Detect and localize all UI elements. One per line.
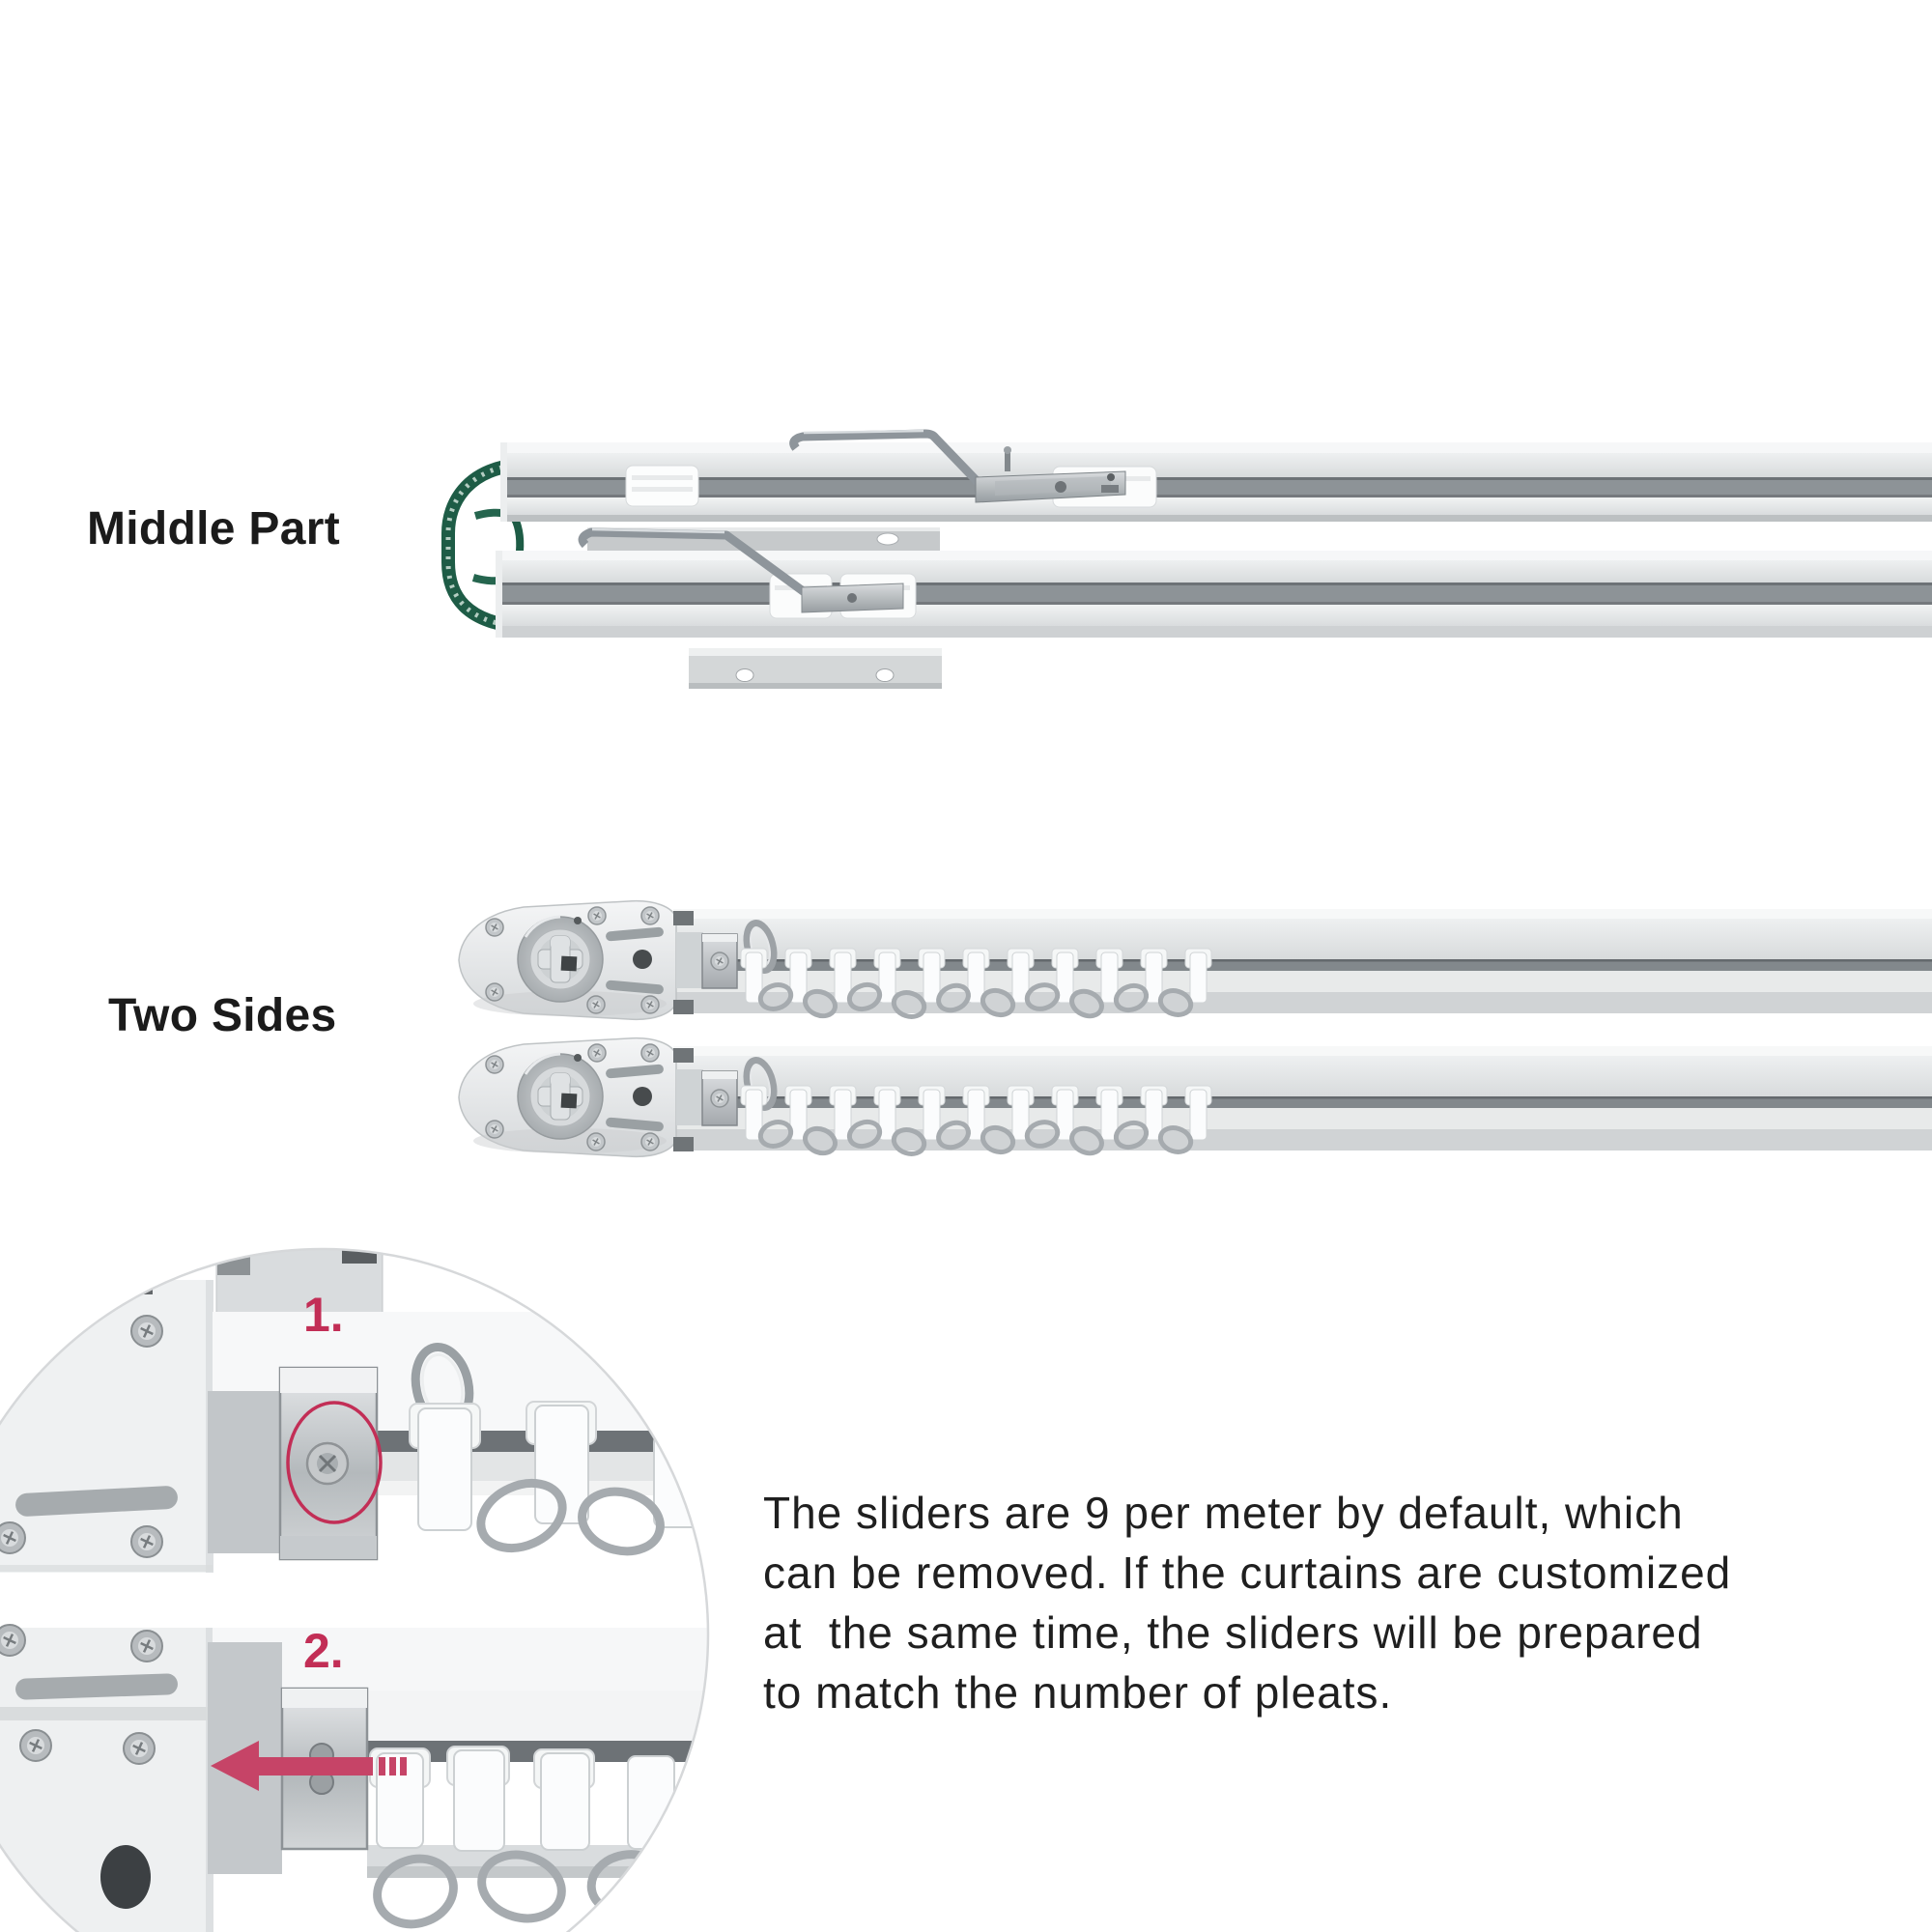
track-end-lower	[459, 1038, 1932, 1158]
magnified-detail-circle	[0, 1247, 710, 1932]
step2-label: 2.	[303, 1624, 344, 1678]
description-line: The sliders are 9 per meter by default, …	[763, 1488, 1684, 1538]
track-rail-lower	[496, 551, 1932, 638]
step1-highlight-ellipse	[286, 1401, 383, 1524]
description-line: can be removed. If the curtains are cust…	[763, 1548, 1732, 1598]
description-paragraph: The sliders are 9 per meter by default, …	[763, 1483, 1731, 1722]
two-sides-label: Two Sides	[108, 990, 337, 1041]
two-sides-photo	[444, 889, 1932, 1169]
carrier-arm-lower	[578, 527, 917, 619]
track-rail-upper	[500, 442, 1932, 522]
carrier-arm-upper	[789, 429, 1157, 508]
middle-part-photo	[441, 429, 1932, 689]
slider-clip	[625, 465, 699, 507]
step-arrow-icon	[211, 1741, 407, 1791]
inset-upper-assembly	[0, 1249, 708, 1573]
track-end-upper	[459, 901, 1932, 1021]
mounting-bracket-front	[689, 648, 942, 689]
middle-part-label: Middle Part	[87, 503, 341, 554]
description-line: at the same time, the sliders will be pr…	[763, 1607, 1703, 1658]
description-line: to match the number of pleats.	[763, 1667, 1393, 1718]
step1-label: 1.	[303, 1288, 344, 1342]
detail-circle-border	[0, 1247, 710, 1932]
